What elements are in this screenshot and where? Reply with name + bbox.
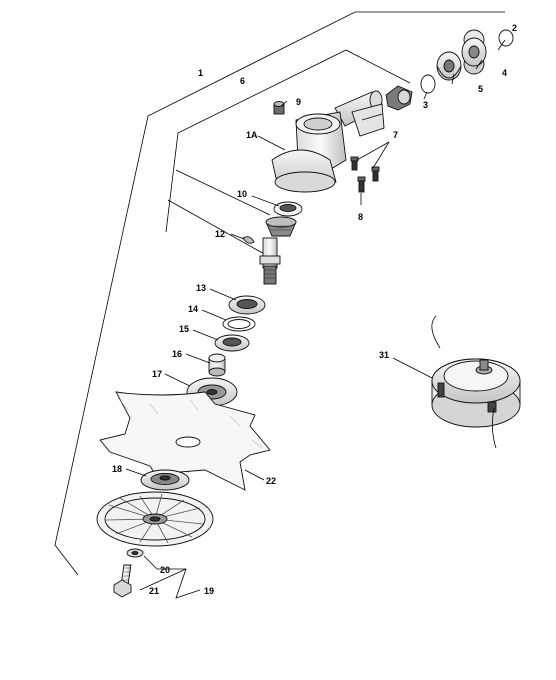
part-15-bearing <box>214 334 250 352</box>
part-6-pinion-gear <box>385 85 413 111</box>
bracket-6 <box>165 49 411 233</box>
part-21-bolt <box>113 564 132 598</box>
bevel-gear <box>265 216 297 237</box>
part-1a-gear-housing <box>271 90 385 193</box>
callout-17: 17 <box>152 369 162 379</box>
part-9-plug <box>273 101 285 115</box>
output-shaft <box>259 237 281 285</box>
callout-16: 16 <box>172 349 182 359</box>
callout-14: 14 <box>188 304 198 314</box>
part-8-screw <box>357 176 366 193</box>
callout-21: 21 <box>149 586 159 596</box>
callout-22: 22 <box>266 476 276 486</box>
callout-13: 13 <box>196 283 206 293</box>
part-18-washer <box>140 469 190 491</box>
part-16-spacer <box>208 353 226 377</box>
callout-2: 2 <box>512 23 517 33</box>
callout-9: 9 <box>296 97 301 107</box>
callout-5: 5 <box>478 84 483 94</box>
part-3-circlip <box>420 74 436 94</box>
callout-4: 4 <box>502 68 507 78</box>
part-14-ring <box>222 316 256 332</box>
callout-6: 6 <box>240 76 245 86</box>
callout-31: 31 <box>379 350 389 360</box>
callout-19: 19 <box>204 586 214 596</box>
part-19-guard-dish <box>96 491 214 547</box>
part-20-washer <box>126 548 144 558</box>
part-2-circlip <box>498 29 514 47</box>
bracket-10-12-lines <box>167 169 271 256</box>
part-5-bearing <box>436 51 462 81</box>
part-31-trimmer-head <box>431 315 521 449</box>
callout-7: 7 <box>393 130 398 140</box>
callout-20: 20 <box>160 565 170 575</box>
part-4-bearing <box>461 29 487 75</box>
callout-18: 18 <box>112 464 122 474</box>
part-22-blade <box>99 391 271 491</box>
bracket-1 <box>54 11 505 576</box>
callout-labels: 1 1A 2 3 4 5 6 7 8 9 10 12 13 14 15 16 1… <box>112 23 517 596</box>
part-7-screws <box>350 156 380 182</box>
callout-10: 10 <box>237 189 247 199</box>
callout-8: 8 <box>358 212 363 222</box>
callout-15: 15 <box>179 324 189 334</box>
part-10-seal <box>273 201 303 217</box>
leader-lines <box>125 39 506 599</box>
callout-1: 1 <box>198 68 203 78</box>
callout-1a: 1A <box>246 130 258 140</box>
part-13-bearing <box>228 295 266 315</box>
part-12-key <box>242 236 255 244</box>
callout-12: 12 <box>215 229 225 239</box>
callout-3: 3 <box>423 100 428 110</box>
